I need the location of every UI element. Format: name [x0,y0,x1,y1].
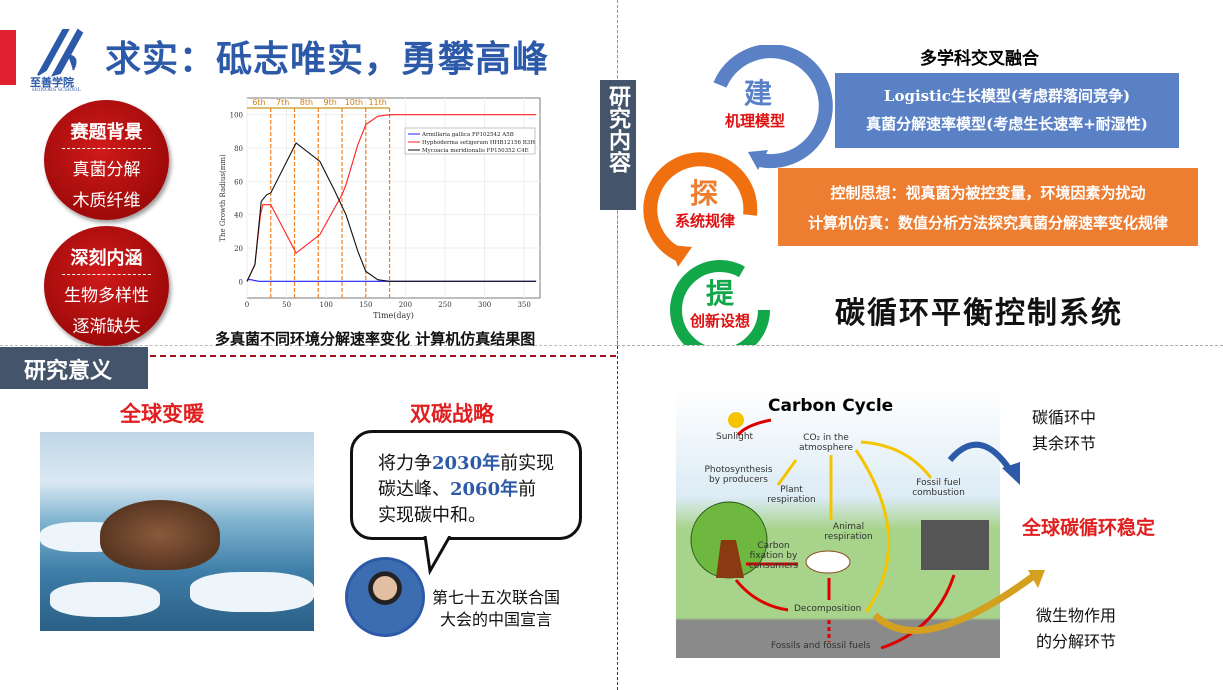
divider-horizontal-left [0,345,617,346]
y-tick-label: 80 [234,145,243,153]
label-fossils: Fossils and fossil fuels [771,641,871,651]
model-box: Logistic生长模型(考虑群落间竞争)真菌分解速率模型(考虑生长速率+耐湿性… [835,73,1179,148]
x-tick-label: 150 [359,301,372,309]
label-fossil-fuel: Fossil fuel combustion [912,478,965,498]
stage-label: 7th [276,98,289,107]
factory-icon [921,520,989,570]
label-co2: CO₂ in the atmosphere [799,433,853,453]
portrait [345,557,425,637]
stable-label: 全球碳循环稳定 [1022,517,1156,539]
bubble-meaning: 深刻内涵 生物多样性 逐渐缺失 [44,226,169,346]
y-tick-label: 40 [234,212,243,220]
sun-icon [728,412,744,428]
x-tick-label: 100 [320,301,333,309]
ring-arrow-propose [670,260,770,345]
stage-label: 10th [345,98,363,107]
ring-arrows [643,45,833,345]
ring-label-propose: 创新设想 [689,312,750,330]
walrus-photo [40,432,314,631]
y-tick-label: 60 [234,178,243,186]
label-decomposition: Decomposition [794,604,862,614]
speech-tail [423,536,452,576]
stage-label: 8th [300,98,313,107]
growth-chart: 0 20 40 60 80 100 0 50 100 150 200 250 300 350Time(da… [219,97,541,320]
x-tick-label: 200 [399,301,412,309]
bubble-background: 赛题背景 真菌分解 木质纤维 [44,100,169,220]
bubble-line: 逐渐缺失 [72,317,141,337]
x-tick-label: 300 [478,301,491,309]
series-line [246,114,537,282]
stage-label: 9th [324,98,337,107]
ring-char-explore: 探 [689,177,718,210]
stage-label: 11th [368,98,386,107]
chart-caption: 多真菌不同环境分解速率变化 计算机仿真结果图 [215,330,536,348]
ring-arrow-explore [643,152,758,262]
speech-bubble: 将力争2030年前实现 碳达峰、2060年前 实现碳中和。 [350,430,582,540]
y-tick-label: 20 [234,245,243,253]
system-title: 碳循环平衡控制系统 [835,296,1123,331]
bubble-heading: 赛题背景 [62,118,151,149]
series-line [246,142,537,282]
section-label-research: 研究内容 [600,80,636,210]
dual-carbon-heading: 双碳战略 [410,401,494,426]
legend-label: Hyphoderma setigerum HHB12156 B3H [422,140,535,146]
declaration-text: 第七十五次联合国大会的中国宣言 [432,588,561,629]
ring-label-explore: 系统规律 [674,212,735,230]
x-tick-label: 250 [438,301,451,309]
legend-label: Mycoacia meridionalis FP150352 C4E [422,148,529,154]
note-other-links: 碳循环中其余环节 [1032,408,1097,453]
x-axis-label: Time(day) [373,311,414,320]
arrow-bottom [872,572,1038,635]
note-microbes: 微生物作用的分解环节 [1036,606,1117,651]
control-box: 控制思想：视真菌为被控变量，环境因素为扰动计算机仿真：数值分析方法探究真菌分解速… [778,168,1198,246]
divider-horizontal-right [617,345,1223,346]
y-tick-label: 0 [239,278,243,286]
x-tick-label: 350 [517,301,530,309]
highlight-arrows [872,441,1045,635]
y-axis-label: The Growth Radius(mm) [219,154,227,242]
label-carbon-fixation: Carbon fixation by consumers [748,541,799,571]
subtitle: 多学科交叉融合 [920,49,1039,69]
carbon-cycle-diagram: Carbon Cycle Sunlight CO₂ in the atmosph… [676,390,1000,658]
ring-char-build: 建 [743,77,772,110]
school-logo [37,28,84,77]
legend-label: Armillaria gallica FP102542 A5B [421,132,514,138]
bubble-heading: 深刻内涵 [62,244,151,275]
label-plant-respiration: Plant respiration [767,485,816,505]
bubble-line: 生物多样性 [64,286,149,306]
carbon-cycle-title: Carbon Cycle [768,396,894,416]
page-title: 求实：砥志唯实，勇攀高峰 [105,38,550,80]
label-animal-respiration: Animal respiration [824,522,873,542]
warming-heading: 全球变暖 [120,401,204,426]
bubble-line: 真菌分解 [72,160,141,180]
ring-label-build: 机理模型 [724,112,785,130]
divider-red [150,355,616,357]
ring-char-propose: 提 [705,277,734,310]
y-tick-label: 100 [230,112,243,120]
stage-label: 6th [252,98,265,107]
accent-bar [0,30,16,85]
walrus [100,500,220,570]
x-tick-label: 0 [245,301,249,309]
legend [404,127,536,155]
x-tick-label: 50 [282,301,291,309]
bubble-line: 木质纤维 [72,191,141,211]
logo-subtext: HONORS SCHOOL [32,87,81,93]
ring-arrow-build [713,45,833,169]
arrow-top [947,441,1013,472]
section-label-significance: 研究意义 [0,347,148,389]
label-sunlight: Sunlight [716,432,754,442]
cow-icon [805,550,851,574]
label-photosynthesis: Photosynthesis by producers [704,465,773,485]
logo-text: 至善学院 [30,76,74,89]
